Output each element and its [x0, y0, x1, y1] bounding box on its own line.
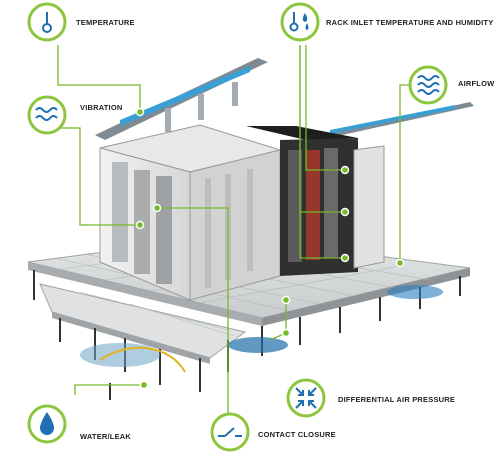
contact-switch-icon [218, 427, 242, 437]
sensor-points [135, 107, 405, 390]
airflow-waves-icon [417, 75, 440, 95]
rack-row-left [99, 124, 282, 301]
vibration-waves-icon [35, 107, 58, 121]
underfloor-water [80, 285, 443, 373]
airflow-label: AIRFLOW [458, 79, 495, 88]
contact-closure-label: CONTACT CLOSURE [258, 430, 336, 439]
temperature-label: TEMPERATURE [76, 18, 135, 27]
airflow-callout [408, 65, 448, 105]
differential-pressure-label: DIFFERENTIAL AIR PRESSURE [338, 395, 456, 404]
vibration-callout [27, 95, 67, 135]
contact-closure-callout [210, 412, 250, 452]
temperature-callout [27, 2, 67, 42]
rack-inlet-label: RACK INLET TEMPERATURE AND HUMIDITY [326, 18, 494, 27]
cable-trays [95, 58, 474, 140]
pressure-arrows-icon [295, 387, 317, 409]
water-leak-label: WATER/LEAK [80, 432, 132, 441]
leader-lines [55, 45, 410, 425]
thermometer-humidity-icon [289, 12, 309, 32]
thermometer-icon [42, 12, 52, 33]
water-leak-callout [27, 404, 67, 444]
differential-pressure-callout [286, 378, 326, 418]
water-drop-icon [40, 412, 54, 435]
vibration-label: VIBRATION [80, 103, 123, 112]
rack-inlet-callout [280, 2, 320, 42]
